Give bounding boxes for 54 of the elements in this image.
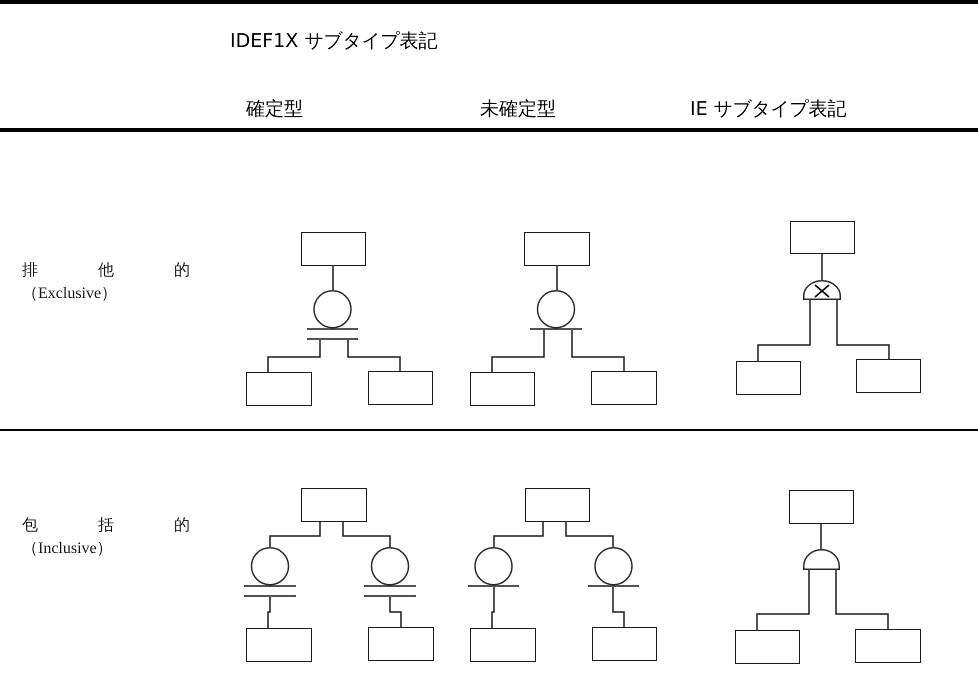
entity-box xyxy=(246,628,312,662)
connector-line xyxy=(836,300,890,359)
connector-line xyxy=(571,330,625,371)
connector-line xyxy=(756,570,810,630)
column-header: IE サブタイプ表記 xyxy=(690,97,847,122)
row-subheader: （Inclusive） xyxy=(22,539,113,559)
category-semicircle xyxy=(803,280,841,300)
entity-box xyxy=(591,371,657,405)
entity-box xyxy=(856,359,921,393)
entity-box xyxy=(368,627,434,661)
connector-line xyxy=(332,266,334,290)
column-header: 未確定型 xyxy=(480,97,556,122)
category-circle xyxy=(530,290,582,330)
connector-line xyxy=(821,254,823,280)
connector-line xyxy=(269,522,321,547)
connector-line xyxy=(342,522,391,547)
connector-line xyxy=(565,522,614,547)
category-semicircle xyxy=(803,549,840,570)
category-circle xyxy=(588,547,639,587)
connector-line xyxy=(835,570,889,629)
diagram-title: IDEF1X サブタイプ表記 xyxy=(230,29,438,54)
category-circle xyxy=(244,547,296,597)
entity-box xyxy=(470,372,535,406)
entity-box xyxy=(789,490,854,524)
entity-box xyxy=(524,232,590,266)
entity-box xyxy=(736,361,801,395)
connector-line xyxy=(820,524,822,549)
row-header: 排 他 的 xyxy=(22,260,190,281)
connector-line xyxy=(389,597,402,627)
category-circle xyxy=(468,547,519,587)
connector-line xyxy=(493,522,544,547)
column-header: 確定型 xyxy=(246,97,303,122)
category-circle xyxy=(364,547,416,597)
entity-box xyxy=(790,221,855,254)
entity-box xyxy=(525,488,590,522)
connector-line xyxy=(612,587,625,627)
entity-box xyxy=(368,371,433,405)
category-circle xyxy=(307,290,358,340)
connector-line xyxy=(347,340,401,371)
entity-box xyxy=(735,630,800,664)
connector-line xyxy=(491,330,545,372)
entity-box xyxy=(855,629,921,663)
connector-line xyxy=(267,597,271,628)
connector-line xyxy=(757,300,811,361)
connector-line xyxy=(491,587,495,628)
entity-box xyxy=(301,232,366,266)
entity-box xyxy=(592,627,657,661)
entity-box xyxy=(246,372,312,406)
row-subheader: （Exclusive） xyxy=(22,284,118,304)
connector-line xyxy=(267,340,321,372)
entity-box xyxy=(470,628,536,662)
entity-box xyxy=(301,488,367,522)
row-header: 包 括 的 xyxy=(22,515,190,536)
connector-line xyxy=(556,266,558,290)
